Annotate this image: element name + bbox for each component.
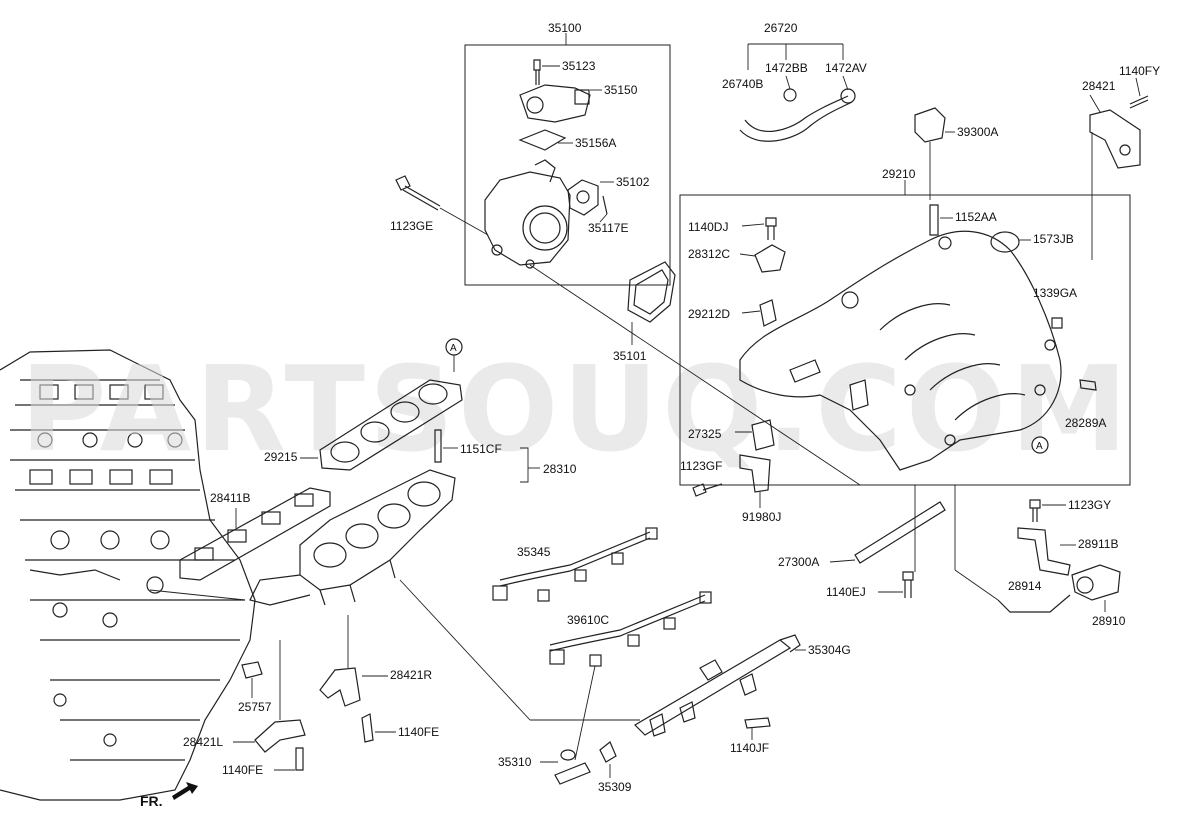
gasket-29215: A 29215 (264, 338, 463, 471)
throttle-to-manifold-leader (529, 264, 861, 486)
fuel-rail-35304G: 35304G (634, 634, 851, 737)
label-35156A: 35156A (575, 136, 616, 150)
svg-text:35309: 35309 (598, 780, 632, 794)
svg-text:35345: 35345 (517, 545, 551, 559)
svg-text:28910: 28910 (1092, 614, 1126, 628)
svg-text:1152AA: 1152AA (955, 210, 997, 224)
pcv-hose-group: 26720 1472BB 1472AV 26740B (722, 21, 867, 142)
throttle-body-group: 35100 35123 35150 35156A 35102 35117E (464, 21, 671, 286)
svg-text:28421L: 28421L (183, 735, 223, 749)
svg-text:39300A: 39300A (957, 125, 998, 139)
svg-text:FR.: FR. (140, 793, 163, 809)
svg-text:29215: 29215 (264, 450, 298, 464)
svg-text:A: A (450, 343, 457, 354)
svg-text:39610C: 39610C (567, 613, 609, 627)
bolt-1123GE: 1123GE (390, 175, 489, 236)
svg-text:27325: 27325 (688, 427, 722, 441)
svg-text:1472BB: 1472BB (765, 61, 808, 75)
svg-text:1140EJ: 1140EJ (826, 585, 866, 599)
engine-block (0, 349, 256, 801)
injector-35310: 35310 35309 1140JF (498, 717, 771, 794)
svg-text:28411B: 28411B (210, 491, 250, 505)
svg-text:1123GE: 1123GE (390, 219, 433, 233)
svg-text:28421R: 28421R (390, 668, 432, 682)
bracket-27300A: 27300A 1140EJ (778, 485, 946, 599)
svg-text:35310: 35310 (498, 755, 532, 769)
svg-text:1140JF: 1140JF (730, 741, 769, 755)
label-35150: 35150 (604, 83, 638, 97)
gasket-28411B: 28411B (179, 487, 331, 581)
label-35100: 35100 (548, 21, 582, 35)
stud-25757: 25757 (238, 661, 272, 714)
intake-manifold-group: 29210 1140DJ 1152AA 1573JB 28312C 1339GA… (679, 167, 1131, 486)
svg-text:1140FE: 1140FE (398, 725, 439, 739)
svg-text:28289A: 28289A (1065, 416, 1106, 430)
svg-text:28421: 28421 (1082, 79, 1116, 93)
svg-text:1472AV: 1472AV (825, 61, 867, 75)
exhaust-manifold-28310: 1151CF 28310 (249, 429, 577, 606)
svg-text:35101: 35101 (613, 349, 647, 363)
watermark-text: PARTSOUQ.COM (20, 340, 1132, 478)
svg-text:1573JB: 1573JB (1033, 232, 1074, 246)
exhaust-to-rail-leader (399, 579, 531, 721)
svg-text:27300A: 27300A (778, 555, 819, 569)
svg-text:26720: 26720 (764, 21, 798, 35)
front-direction-indicator: FR. (140, 782, 198, 809)
svg-text:25757: 25757 (238, 700, 272, 714)
gasket-35101: 35101 (613, 261, 676, 363)
svg-text:26740B: 26740B (722, 77, 763, 91)
map-sensor-39300A: 39300A (914, 107, 998, 200)
bracket-28421L: 28421L 1140FE (183, 640, 306, 777)
svg-text:1123GY: 1123GY (1068, 498, 1111, 512)
svg-text:91980J: 91980J (742, 510, 781, 524)
front-arrow-icon (172, 782, 198, 800)
svg-text:35304G: 35304G (808, 643, 851, 657)
sensor-27325: 27325 1123GF 91980J (680, 419, 781, 524)
svg-text:1339GA: 1339GA (1033, 286, 1077, 300)
svg-text:1140DJ: 1140DJ (688, 220, 728, 234)
valve-28910-group: 1123GY 28911B 28910 28914 (954, 485, 1126, 628)
svg-text:29212D: 29212D (688, 307, 730, 321)
svg-text:1140FE: 1140FE (222, 763, 263, 777)
svg-text:28312C: 28312C (688, 247, 730, 261)
svg-text:28911B: 28911B (1078, 537, 1118, 551)
harness-35345: 35345 (492, 527, 658, 602)
label-35117E: 35117E (588, 221, 628, 235)
svg-text:1151CF: 1151CF (460, 442, 502, 456)
harness-39610C: 39610C (549, 591, 712, 761)
svg-text:28310: 28310 (543, 462, 577, 476)
svg-text:1123GF: 1123GF (680, 459, 722, 473)
svg-text:1140FY: 1140FY (1119, 64, 1160, 78)
bracket-28421R: 28421R 1140FE (319, 615, 439, 743)
svg-text:28914: 28914 (1008, 579, 1042, 593)
label-35102: 35102 (616, 175, 650, 189)
svg-text:29210: 29210 (882, 167, 916, 181)
bracket-28421: 28421 1140FY (1082, 64, 1160, 260)
svg-text:A: A (1036, 441, 1043, 452)
throttle-body-box (464, 44, 671, 286)
label-35123: 35123 (562, 59, 596, 73)
